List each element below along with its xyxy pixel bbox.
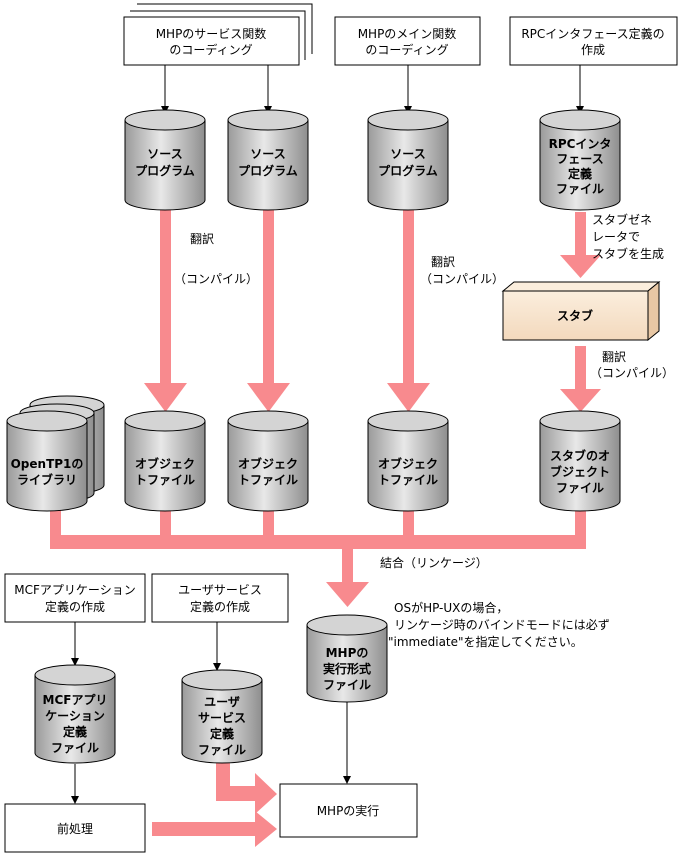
object-file-3-line1: オブジェク xyxy=(378,456,438,471)
compile-label-1-line1: 翻訳 xyxy=(190,231,214,246)
rpc-def-file-line1: RPCインタ xyxy=(549,137,612,151)
compile-label-1: 翻訳 （コンパイル） xyxy=(174,231,258,286)
stub-box: スタブ xyxy=(501,280,661,342)
rpc-interface-def-line2: 作成 xyxy=(581,43,605,57)
user-service-def-line2: 定義の作成 xyxy=(190,599,250,614)
link-label: 結合（リンケージ） xyxy=(380,555,488,570)
mhp-service-coding-line2: のコーディング xyxy=(169,42,252,57)
source-program-3-line2: プログラム xyxy=(378,163,438,178)
rpc-def-file-cylinder: RPCインタ フェース 定義 ファイル xyxy=(539,109,621,211)
user-def-to-run-arrow xyxy=(216,760,277,814)
user-def-file-line4: ファイル xyxy=(198,743,246,757)
mhp-exec-file-line3: ファイル xyxy=(323,678,371,692)
mcf-app-def-line1: MCFアプリケーション xyxy=(14,583,135,597)
mhp-service-coding-line1: MHPのサービス関数 xyxy=(156,26,267,41)
mhp-run-box: MHPの実行 xyxy=(279,783,418,838)
mhp-exec-file-cylinder: MHPの 実行形式 ファイル xyxy=(306,614,388,703)
mhp-main-coding-line1: MHPのメイン関数 xyxy=(358,26,457,41)
stub-object-file-line3: ファイル xyxy=(556,481,604,495)
mcf-def-file-line3: 定義 xyxy=(63,724,87,739)
compile-label-2-line1: 翻訳 xyxy=(431,254,455,269)
mhp-service-coding-box: MHPのサービス関数 のコーディング xyxy=(123,3,313,66)
mcf-app-def-box: MCFアプリケーション 定義の作成 xyxy=(4,573,146,623)
object-file-1-line1: オブジェク xyxy=(135,456,195,471)
stub-gen-label-line3: スタブを生成 xyxy=(592,246,664,261)
user-def-file-line1: ユーザ xyxy=(204,695,240,709)
openTP1-library-cylinder-stack: OpenTP1の ライブラリ xyxy=(6,395,105,512)
rpc-def-file-line4: ファイル xyxy=(556,182,604,196)
openTP1-library-line2: ライブラリ xyxy=(17,472,77,487)
preprocess-to-run-arrow xyxy=(152,811,277,847)
source-program-2-line1: ソース xyxy=(250,147,285,161)
mcf-def-file-cylinder: MCFアプリ ケーション 定義 ファイル xyxy=(34,664,116,764)
user-service-def-line1: ユーザサービス xyxy=(178,583,262,597)
user-def-file-line2: サービス xyxy=(198,710,246,725)
compile-arrow-3 xyxy=(387,190,430,412)
hp-ux-note: OSがHP-UXの場合， リンケージ時のバインドモードには必ず "immedia… xyxy=(388,600,610,649)
user-service-def-box: ユーザサービス 定義の作成 xyxy=(151,573,289,623)
mcf-app-def-line2: 定義の作成 xyxy=(45,599,105,614)
source-program-cylinder-2: ソース プログラム xyxy=(227,109,309,211)
mhp-exec-file-line1: MHPの xyxy=(326,646,369,660)
stub-compile-arrow xyxy=(560,346,601,412)
hp-ux-note-line3: "immediate"を指定してください。 xyxy=(388,634,583,649)
preprocess-label: 前処理 xyxy=(57,821,93,836)
hp-ux-note-line2: リンケージ時のバインドモードには必ず xyxy=(394,618,610,632)
object-file-1-line2: トファイル xyxy=(135,473,195,487)
openTP1-library-line1: OpenTP1の xyxy=(11,457,84,471)
compile-label-3-line1: 翻訳 xyxy=(602,349,626,364)
hp-ux-note-line1: OSがHP-UXの場合， xyxy=(394,600,508,615)
mcf-def-file-line1: MCFアプリ xyxy=(43,692,108,707)
source-program-1-line1: ソース xyxy=(147,147,182,161)
compile-label-3: 翻訳 （コンパイル） xyxy=(590,349,674,380)
stub-gen-label-line1: スタブゼネ xyxy=(592,212,652,227)
source-program-1-line2: プログラム xyxy=(135,163,195,178)
compile-arrow-2 xyxy=(247,190,290,412)
stub-gen-label: スタブゼネ レータで スタブを生成 xyxy=(592,212,664,261)
stub-gen-arrow xyxy=(560,212,601,278)
stub-object-file-line1: スタブのオ xyxy=(550,448,610,463)
stub-gen-label-line2: レータで xyxy=(592,230,640,244)
rpc-interface-def-box: RPCインタフェース定義の 作成 xyxy=(509,16,678,66)
stub-object-file-line2: ブジェクト xyxy=(550,464,610,479)
compile-label-2: 翻訳 （コンパイル） xyxy=(420,254,504,286)
stub-label: スタブ xyxy=(557,308,593,323)
object-file-2-line2: トファイル xyxy=(238,473,298,487)
mhp-main-coding-line2: のコーディング xyxy=(365,42,448,57)
rpc-def-file-line2: フェース xyxy=(556,152,603,166)
rpc-interface-def-line1: RPCインタフェース定義の xyxy=(521,26,664,41)
mcf-def-file-line2: ケーション xyxy=(45,709,105,723)
user-def-file-line3: 定義 xyxy=(210,726,234,741)
source-program-cylinder-3: ソース プログラム xyxy=(367,109,449,211)
object-file-2-line1: オブジェク xyxy=(238,456,298,471)
user-def-file-cylinder: ユーザ サービス 定義 ファイル xyxy=(181,669,263,764)
rpc-def-file-line3: 定義 xyxy=(568,166,592,181)
compile-arrow-1 xyxy=(144,190,187,412)
compile-label-2-line2: （コンパイル） xyxy=(420,272,504,286)
mhp-exec-file-line2: 実行形式 xyxy=(323,661,371,676)
stub-object-file-cylinder: スタブのオ ブジェクト ファイル xyxy=(539,410,621,512)
mcf-def-file-line4: ファイル xyxy=(51,741,99,755)
object-file-cylinder-1: オブジェク トファイル xyxy=(124,410,206,512)
mhp-main-coding-box: MHPのメイン関数 のコーディング xyxy=(334,16,481,66)
compile-label-3-line2: （コンパイル） xyxy=(590,366,674,380)
source-program-2-line2: プログラム xyxy=(238,163,298,178)
mhp-run-label: MHPの実行 xyxy=(317,803,380,818)
source-program-3-line1: ソース xyxy=(390,147,425,161)
source-program-cylinder-1: ソース プログラム xyxy=(124,109,206,211)
object-file-cylinder-3: オブジェク トファイル xyxy=(367,410,449,512)
compile-label-1-line2: （コンパイル） xyxy=(174,272,258,286)
object-file-cylinder-2: オブジェク トファイル xyxy=(227,410,309,512)
object-file-3-line2: トファイル xyxy=(378,473,438,487)
link-merge-bar xyxy=(50,495,586,607)
preprocess-box: 前処理 xyxy=(4,803,146,853)
